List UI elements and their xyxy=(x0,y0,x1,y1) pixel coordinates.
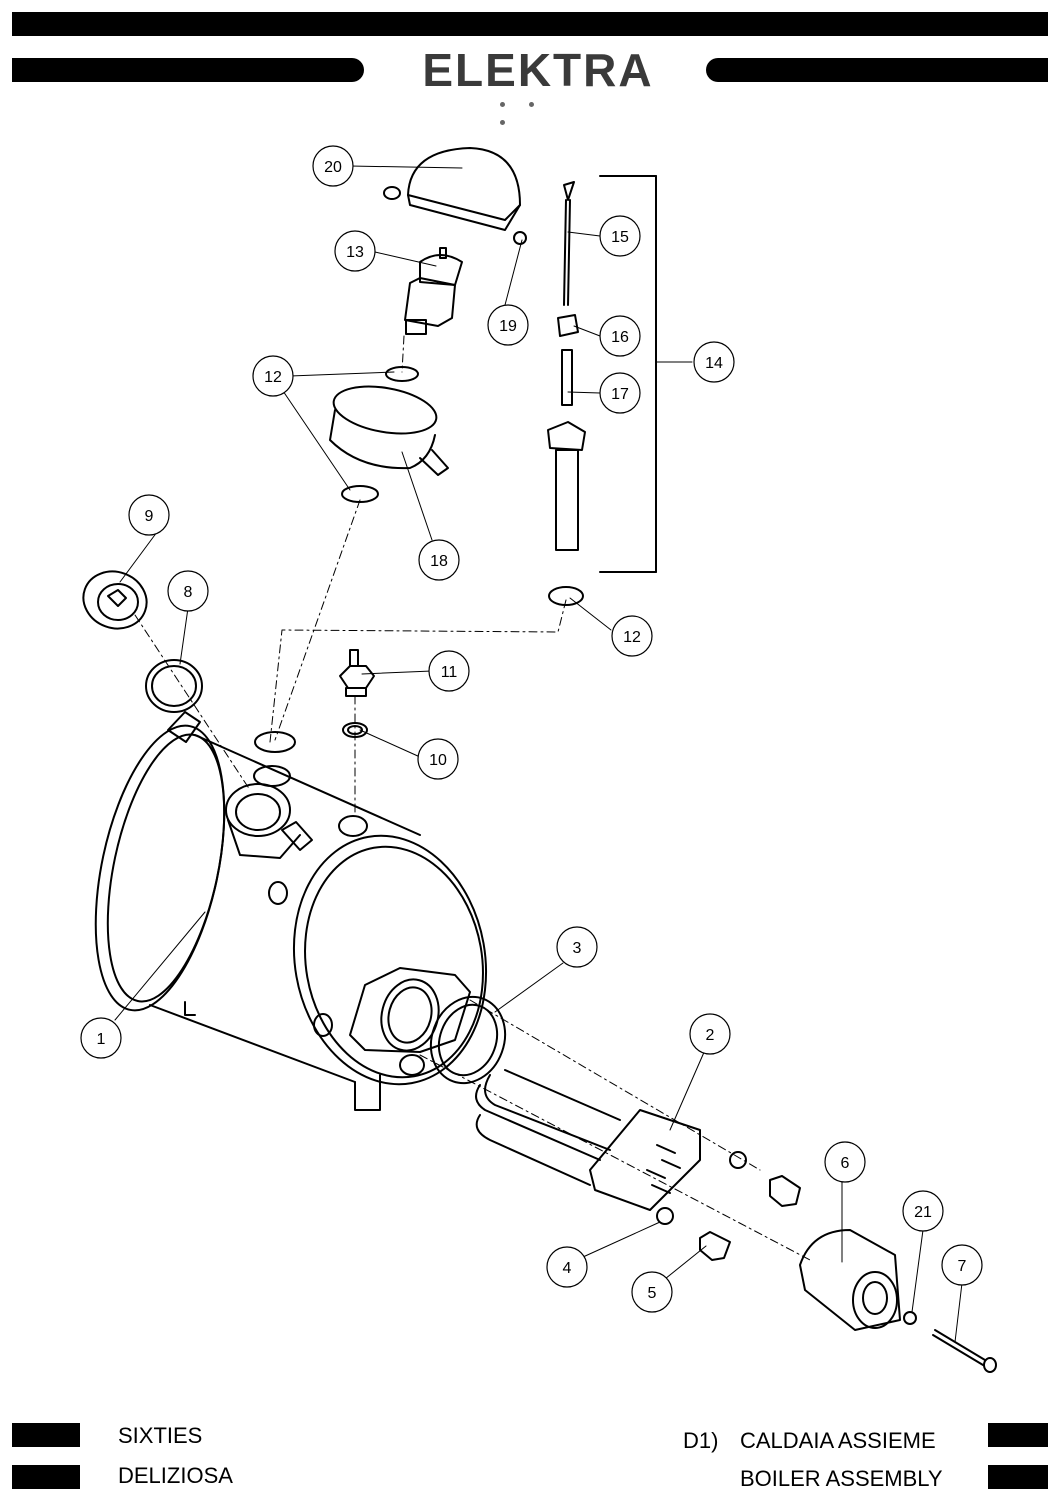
model-line-1: SIXTIES xyxy=(118,1423,203,1448)
header-left-bar xyxy=(12,58,364,82)
svg-text:8: 8 xyxy=(184,584,193,601)
callout-10: 10 xyxy=(417,738,459,780)
svg-text:10: 10 xyxy=(429,752,447,769)
svg-text:17: 17 xyxy=(611,386,629,403)
svg-text:5: 5 xyxy=(648,1285,657,1302)
washer-lower xyxy=(656,1207,674,1225)
callout-12-b: 12 xyxy=(611,615,653,657)
svg-text:2: 2 xyxy=(706,1027,715,1044)
callout-13: 13 xyxy=(334,230,376,272)
bolt-upper xyxy=(769,1175,801,1207)
footer-block-right-1 xyxy=(988,1423,1048,1447)
callout-11: 11 xyxy=(428,650,470,692)
section-code: D1) xyxy=(683,1428,719,1453)
gauge-gasket-bottom xyxy=(341,485,379,503)
svg-text:3: 3 xyxy=(573,940,582,957)
flange-gasket xyxy=(429,995,507,1085)
callout-2: 2 xyxy=(689,1013,731,1055)
callout-9: 9 xyxy=(128,494,170,536)
svg-text:14: 14 xyxy=(705,355,723,372)
valve-fitting xyxy=(339,649,375,697)
callout-6: 6 xyxy=(824,1141,866,1183)
header-right-bar xyxy=(706,58,1048,82)
svg-text:12: 12 xyxy=(264,369,282,386)
svg-text:11: 11 xyxy=(441,664,458,681)
cover-screw xyxy=(513,231,527,245)
callout-4: 4 xyxy=(546,1246,588,1288)
boiler-plug xyxy=(82,570,148,630)
callout-7: 7 xyxy=(941,1244,983,1286)
footer-block-right-2 xyxy=(988,1465,1048,1489)
long-screw xyxy=(934,1329,986,1361)
gauge-cover xyxy=(383,147,521,231)
callout-8: 8 xyxy=(167,570,209,612)
callout-15: 15 xyxy=(599,215,641,257)
heating-element xyxy=(475,1069,701,1211)
svg-text:7: 7 xyxy=(958,1258,967,1275)
svg-text:1: 1 xyxy=(97,1031,106,1048)
callout-18: 18 xyxy=(418,539,460,581)
callout-1: 1 xyxy=(80,1017,122,1059)
svg-text:21: 21 xyxy=(914,1204,932,1221)
svg-text:13: 13 xyxy=(346,244,364,261)
svg-text:9: 9 xyxy=(145,508,154,525)
svg-text:15: 15 xyxy=(611,229,629,246)
header-top-bar xyxy=(12,12,1048,36)
callout-20: 20 xyxy=(312,145,354,187)
footer-block-left-2 xyxy=(12,1465,80,1489)
plug-oring xyxy=(145,659,203,713)
svg-text:20: 20 xyxy=(324,159,342,176)
section-title-en: BOILER ASSEMBLY xyxy=(740,1466,943,1491)
svg-text:18: 18 xyxy=(430,553,448,570)
callout-group: 1 2 3 4 5 6 7 8 9 10 11 12 12 13 14 15 1… xyxy=(80,145,983,1313)
washer-upper xyxy=(729,1151,747,1169)
svg-text:16: 16 xyxy=(611,329,629,346)
pressure-switch xyxy=(404,247,463,335)
callout-19: 19 xyxy=(487,304,529,346)
brand-logo: ELEKTRA xyxy=(422,44,654,96)
gauge-gasket-top xyxy=(385,366,419,382)
footer-block-left-1 xyxy=(12,1423,80,1447)
brand-dots xyxy=(500,94,570,125)
callout-21: 21 xyxy=(902,1190,944,1232)
element-cover xyxy=(799,1229,901,1331)
boiler-tank xyxy=(94,711,488,1111)
callout-12-a: 12 xyxy=(252,355,294,397)
svg-text:4: 4 xyxy=(563,1260,572,1277)
model-line-2: DELIZIOSA xyxy=(118,1463,233,1488)
section-title-it: CALDAIA ASSIEME xyxy=(740,1428,936,1453)
manometer-housing xyxy=(329,385,449,476)
callout-16: 16 xyxy=(599,315,641,357)
probe-gasket xyxy=(548,586,584,606)
cover-washer xyxy=(903,1311,917,1325)
callout-14: 14 xyxy=(693,341,735,383)
callout-5: 5 xyxy=(631,1271,673,1313)
callout-3: 3 xyxy=(556,926,598,968)
svg-text:6: 6 xyxy=(841,1155,850,1172)
svg-text:12: 12 xyxy=(623,629,641,646)
svg-text:19: 19 xyxy=(499,318,517,335)
level-probe-assembly xyxy=(547,175,657,573)
bolt-lower xyxy=(699,1231,731,1261)
callout-17: 17 xyxy=(599,372,641,414)
